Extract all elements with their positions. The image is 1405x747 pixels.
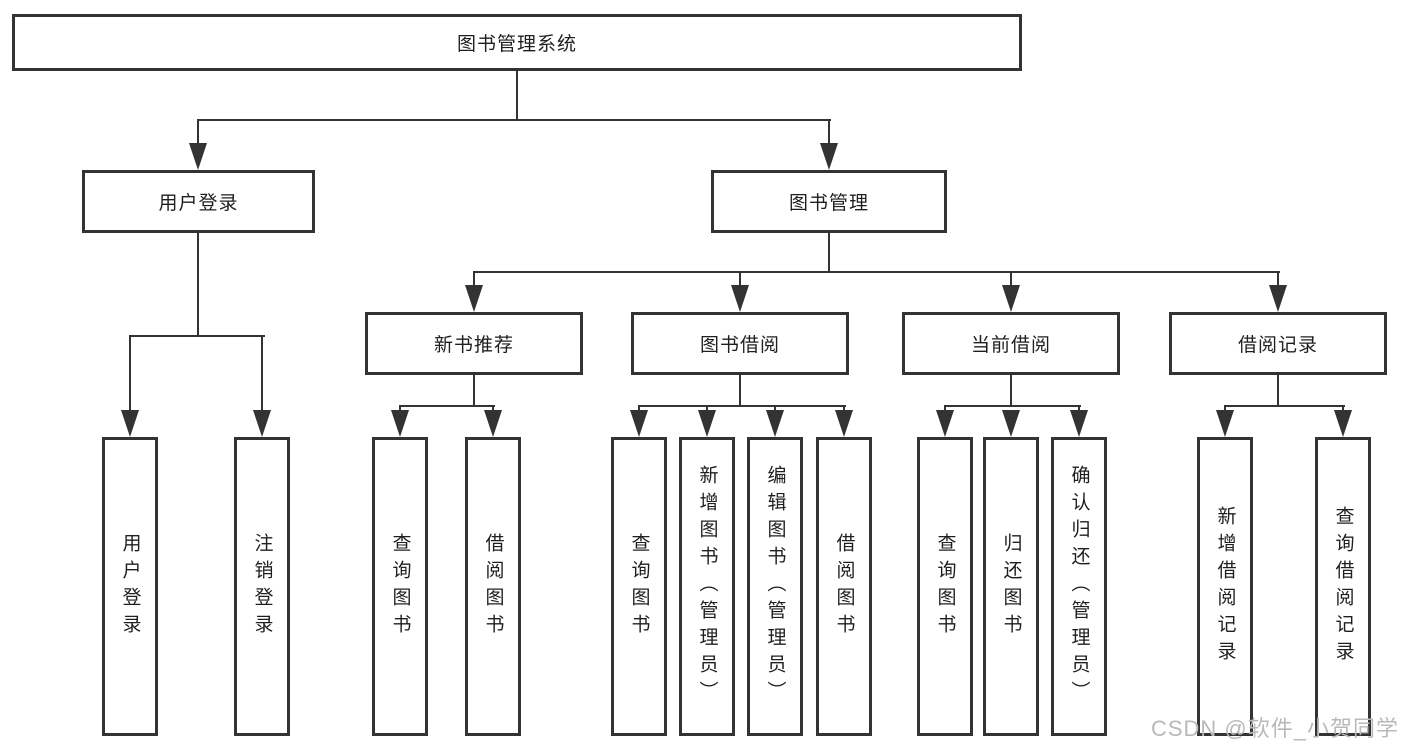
connector-line: [706, 405, 708, 413]
arrow-down-icon: [936, 410, 954, 437]
leaf-label: 查询图书: [934, 532, 956, 641]
node-book-borrowing: 图书借阅: [631, 312, 849, 375]
arrow-down-icon: [465, 285, 483, 312]
arrow-down-icon: [1002, 410, 1020, 437]
arrow-down-icon: [820, 143, 838, 170]
connector-line: [197, 233, 199, 337]
node-borrowing-records: 借阅记录: [1169, 312, 1387, 375]
connector-line: [638, 405, 846, 407]
connector-line: [473, 271, 475, 287]
node-label: 图书管理系统: [456, 34, 577, 55]
node-new-book-recommendation: 新书推荐: [365, 312, 583, 375]
connector-line: [492, 405, 494, 413]
connector-line: [1277, 271, 1279, 287]
connector-line: [843, 405, 845, 413]
connector-line: [399, 405, 401, 413]
leaf-logout-login: 注销登录: [234, 437, 290, 736]
leaf-label: 查询图书: [389, 532, 411, 641]
arrow-down-icon: [1216, 410, 1234, 437]
connector-line: [828, 233, 830, 273]
connector-line: [261, 335, 263, 412]
connector-line: [638, 405, 640, 413]
connector-line: [944, 405, 1081, 407]
node-label: 图书借阅: [699, 335, 780, 356]
connector-line: [129, 335, 131, 412]
leaf-user-login: 用户登录: [102, 437, 158, 736]
connector-line: [399, 405, 495, 407]
node-label: 用户登录: [158, 193, 239, 214]
leaf-label: 注销登录: [251, 532, 273, 641]
connector-line: [828, 119, 830, 146]
arrow-down-icon: [698, 410, 716, 437]
leaf-br-add-borrow-record: 新增借阅记录: [1197, 437, 1253, 736]
leaf-label: 查询借阅记录: [1332, 505, 1354, 668]
connector-line: [739, 271, 741, 287]
leaf-nb-query-books: 查询图书: [372, 437, 428, 736]
node-label: 新书推荐: [433, 335, 514, 356]
leaf-bb-borrow-books: 借阅图书: [816, 437, 872, 736]
arrow-down-icon: [1002, 285, 1020, 312]
arrow-down-icon: [766, 410, 784, 437]
leaf-label: 查询图书: [628, 532, 650, 641]
leaf-nb-borrow-books: 借阅图书: [465, 437, 521, 736]
connector-line: [1010, 375, 1012, 407]
node-current-borrowing: 当前借阅: [902, 312, 1120, 375]
leaf-label: 归还图书: [1000, 532, 1022, 641]
connector-line: [473, 271, 1280, 273]
connector-line: [1342, 405, 1344, 413]
connector-line: [473, 375, 475, 407]
leaf-cb-return-books: 归还图书: [983, 437, 1039, 736]
arrow-down-icon: [253, 410, 271, 437]
arrow-down-icon: [189, 143, 207, 170]
arrow-down-icon: [484, 410, 502, 437]
connector-line: [197, 119, 199, 146]
leaf-label: 新增图书（管理员）: [696, 465, 718, 708]
arrow-down-icon: [731, 285, 749, 312]
arrow-down-icon: [835, 410, 853, 437]
connector-line: [1078, 405, 1080, 413]
arrow-down-icon: [391, 410, 409, 437]
leaf-label: 新增借阅记录: [1214, 505, 1236, 668]
leaf-cb-query-books: 查询图书: [917, 437, 973, 736]
connector-line: [516, 71, 518, 121]
leaf-br-query-borrow-record: 查询借阅记录: [1315, 437, 1371, 736]
node-label: 当前借阅: [970, 335, 1051, 356]
leaf-label: 编辑图书（管理员）: [764, 465, 786, 708]
watermark: CSDN @软件_小贺同学: [1150, 716, 1399, 741]
node-label: 图书管理: [788, 193, 869, 214]
leaf-bb-edit-books-admin: 编辑图书（管理员）: [747, 437, 803, 736]
connector-line: [1010, 271, 1012, 287]
arrow-down-icon: [1269, 285, 1287, 312]
arrow-down-icon: [121, 410, 139, 437]
connector-line: [1224, 405, 1345, 407]
leaf-cb-confirm-return-admin: 确认归还（管理员）: [1051, 437, 1107, 736]
arrow-down-icon: [1070, 410, 1088, 437]
connector-line: [1224, 405, 1226, 413]
leaf-label: 借阅图书: [833, 532, 855, 641]
leaf-label: 确认归还（管理员）: [1068, 465, 1090, 708]
leaf-bb-query-books: 查询图书: [611, 437, 667, 736]
connector-line: [739, 375, 741, 407]
connector-line: [1277, 375, 1279, 407]
connector-line: [774, 405, 776, 413]
leaf-label: 借阅图书: [482, 532, 504, 641]
node-book-management: 图书管理: [711, 170, 947, 233]
node-label: 借阅记录: [1237, 335, 1318, 356]
connector-line: [944, 405, 946, 413]
node-user-login: 用户登录: [82, 170, 315, 233]
arrow-down-icon: [630, 410, 648, 437]
connector-line: [129, 335, 265, 337]
leaf-bb-add-books-admin: 新增图书（管理员）: [679, 437, 735, 736]
connector-line: [197, 119, 831, 121]
arrow-down-icon: [1334, 410, 1352, 437]
leaf-label: 用户登录: [119, 532, 141, 641]
node-library-management-system: 图书管理系统: [12, 14, 1022, 71]
